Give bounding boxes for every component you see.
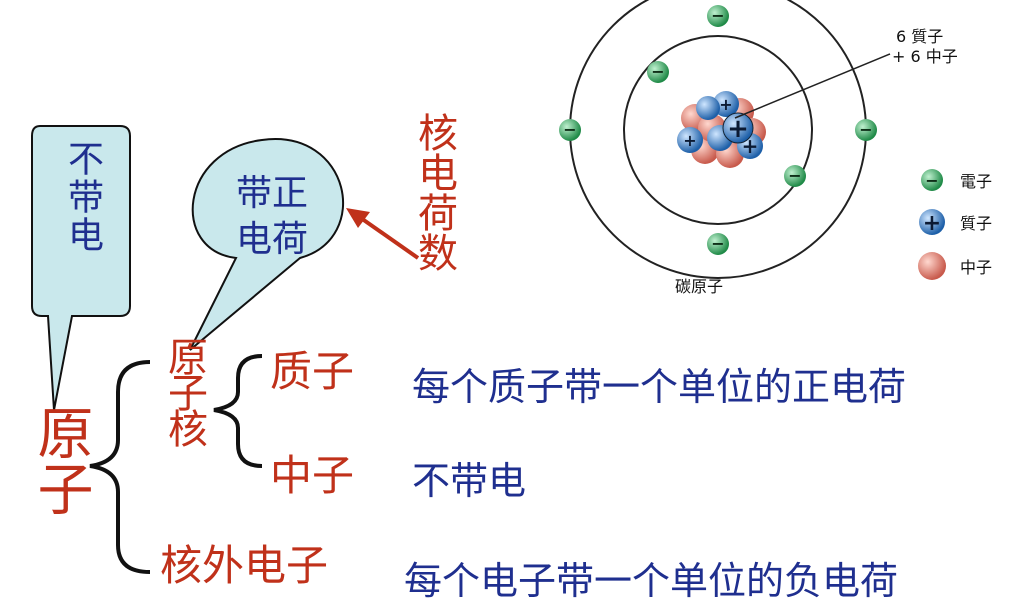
nucleus-label-protons: 6 質子 [896,27,943,46]
atom-bracket [89,360,151,574]
proton-label: 质子 [270,347,355,396]
electron-particle: − [784,165,806,187]
positive-callout-shape [189,138,345,351]
proton-particle [696,96,720,120]
legend-proton-label: 質子 [960,214,992,233]
svg-text:+: + [742,134,759,158]
electron-particle: − [855,119,877,141]
svg-text:−: − [563,120,576,139]
atom-label: 原子 [28,404,93,516]
neutral-callout-text: 不带电 [62,140,103,254]
electron-description: 每个电子带一个单位的负电荷 [404,559,899,603]
svg-text:−: − [651,62,664,81]
atom-caption: 碳原子 [675,277,723,296]
svg-text:−: − [711,234,724,253]
nuclear-charge-label: 核电荷数 [411,112,457,272]
electron-particle: − [707,5,729,27]
legend-neutron: 中子 [918,252,992,280]
nucleus-label-pointer [734,53,891,119]
legend-electron: − 電子 [921,169,992,191]
positive-callout-line2: 电荷 [236,219,309,260]
legend-proton: + 質子 [919,209,992,236]
electrons: − − − − − − [559,5,877,255]
svg-text:+: + [683,131,696,150]
proton-particle [677,127,703,153]
legend-neutron-label: 中子 [960,258,992,277]
nucleus-cluster: + + + + [677,91,766,168]
neutron-description: 不带电 [412,459,527,503]
electron-particle: − [647,61,669,83]
svg-text:+: + [719,95,732,114]
neutron-label: 中子 [270,451,355,500]
inner-orbit [623,35,813,225]
electron-particle: − [707,233,729,255]
nucleus-label: 原子核 [161,336,207,444]
nuclear-charge-arrow [346,208,420,260]
positive-callout-line1: 带正 [236,173,309,214]
nucleus-label-neutrons: + 6 中子 [892,47,958,66]
svg-text:−: − [859,120,872,139]
svg-text:+: + [923,211,941,236]
proton-particle [722,112,754,144]
svg-text:−: − [925,171,938,190]
legend-electron-label: 電子 [960,172,992,191]
svg-text:−: − [711,6,724,25]
neutral-callout-shape [31,125,131,411]
electron-label: 核外电子 [160,541,329,590]
electron-particle: − [559,119,581,141]
svg-text:+: + [727,114,749,144]
legend: − 電子 + 質子 中子 [918,169,992,280]
nucleus-bracket [213,354,263,468]
svg-text:−: − [788,166,801,185]
proton-description: 每个质子带一个单位的正电荷 [412,365,907,409]
